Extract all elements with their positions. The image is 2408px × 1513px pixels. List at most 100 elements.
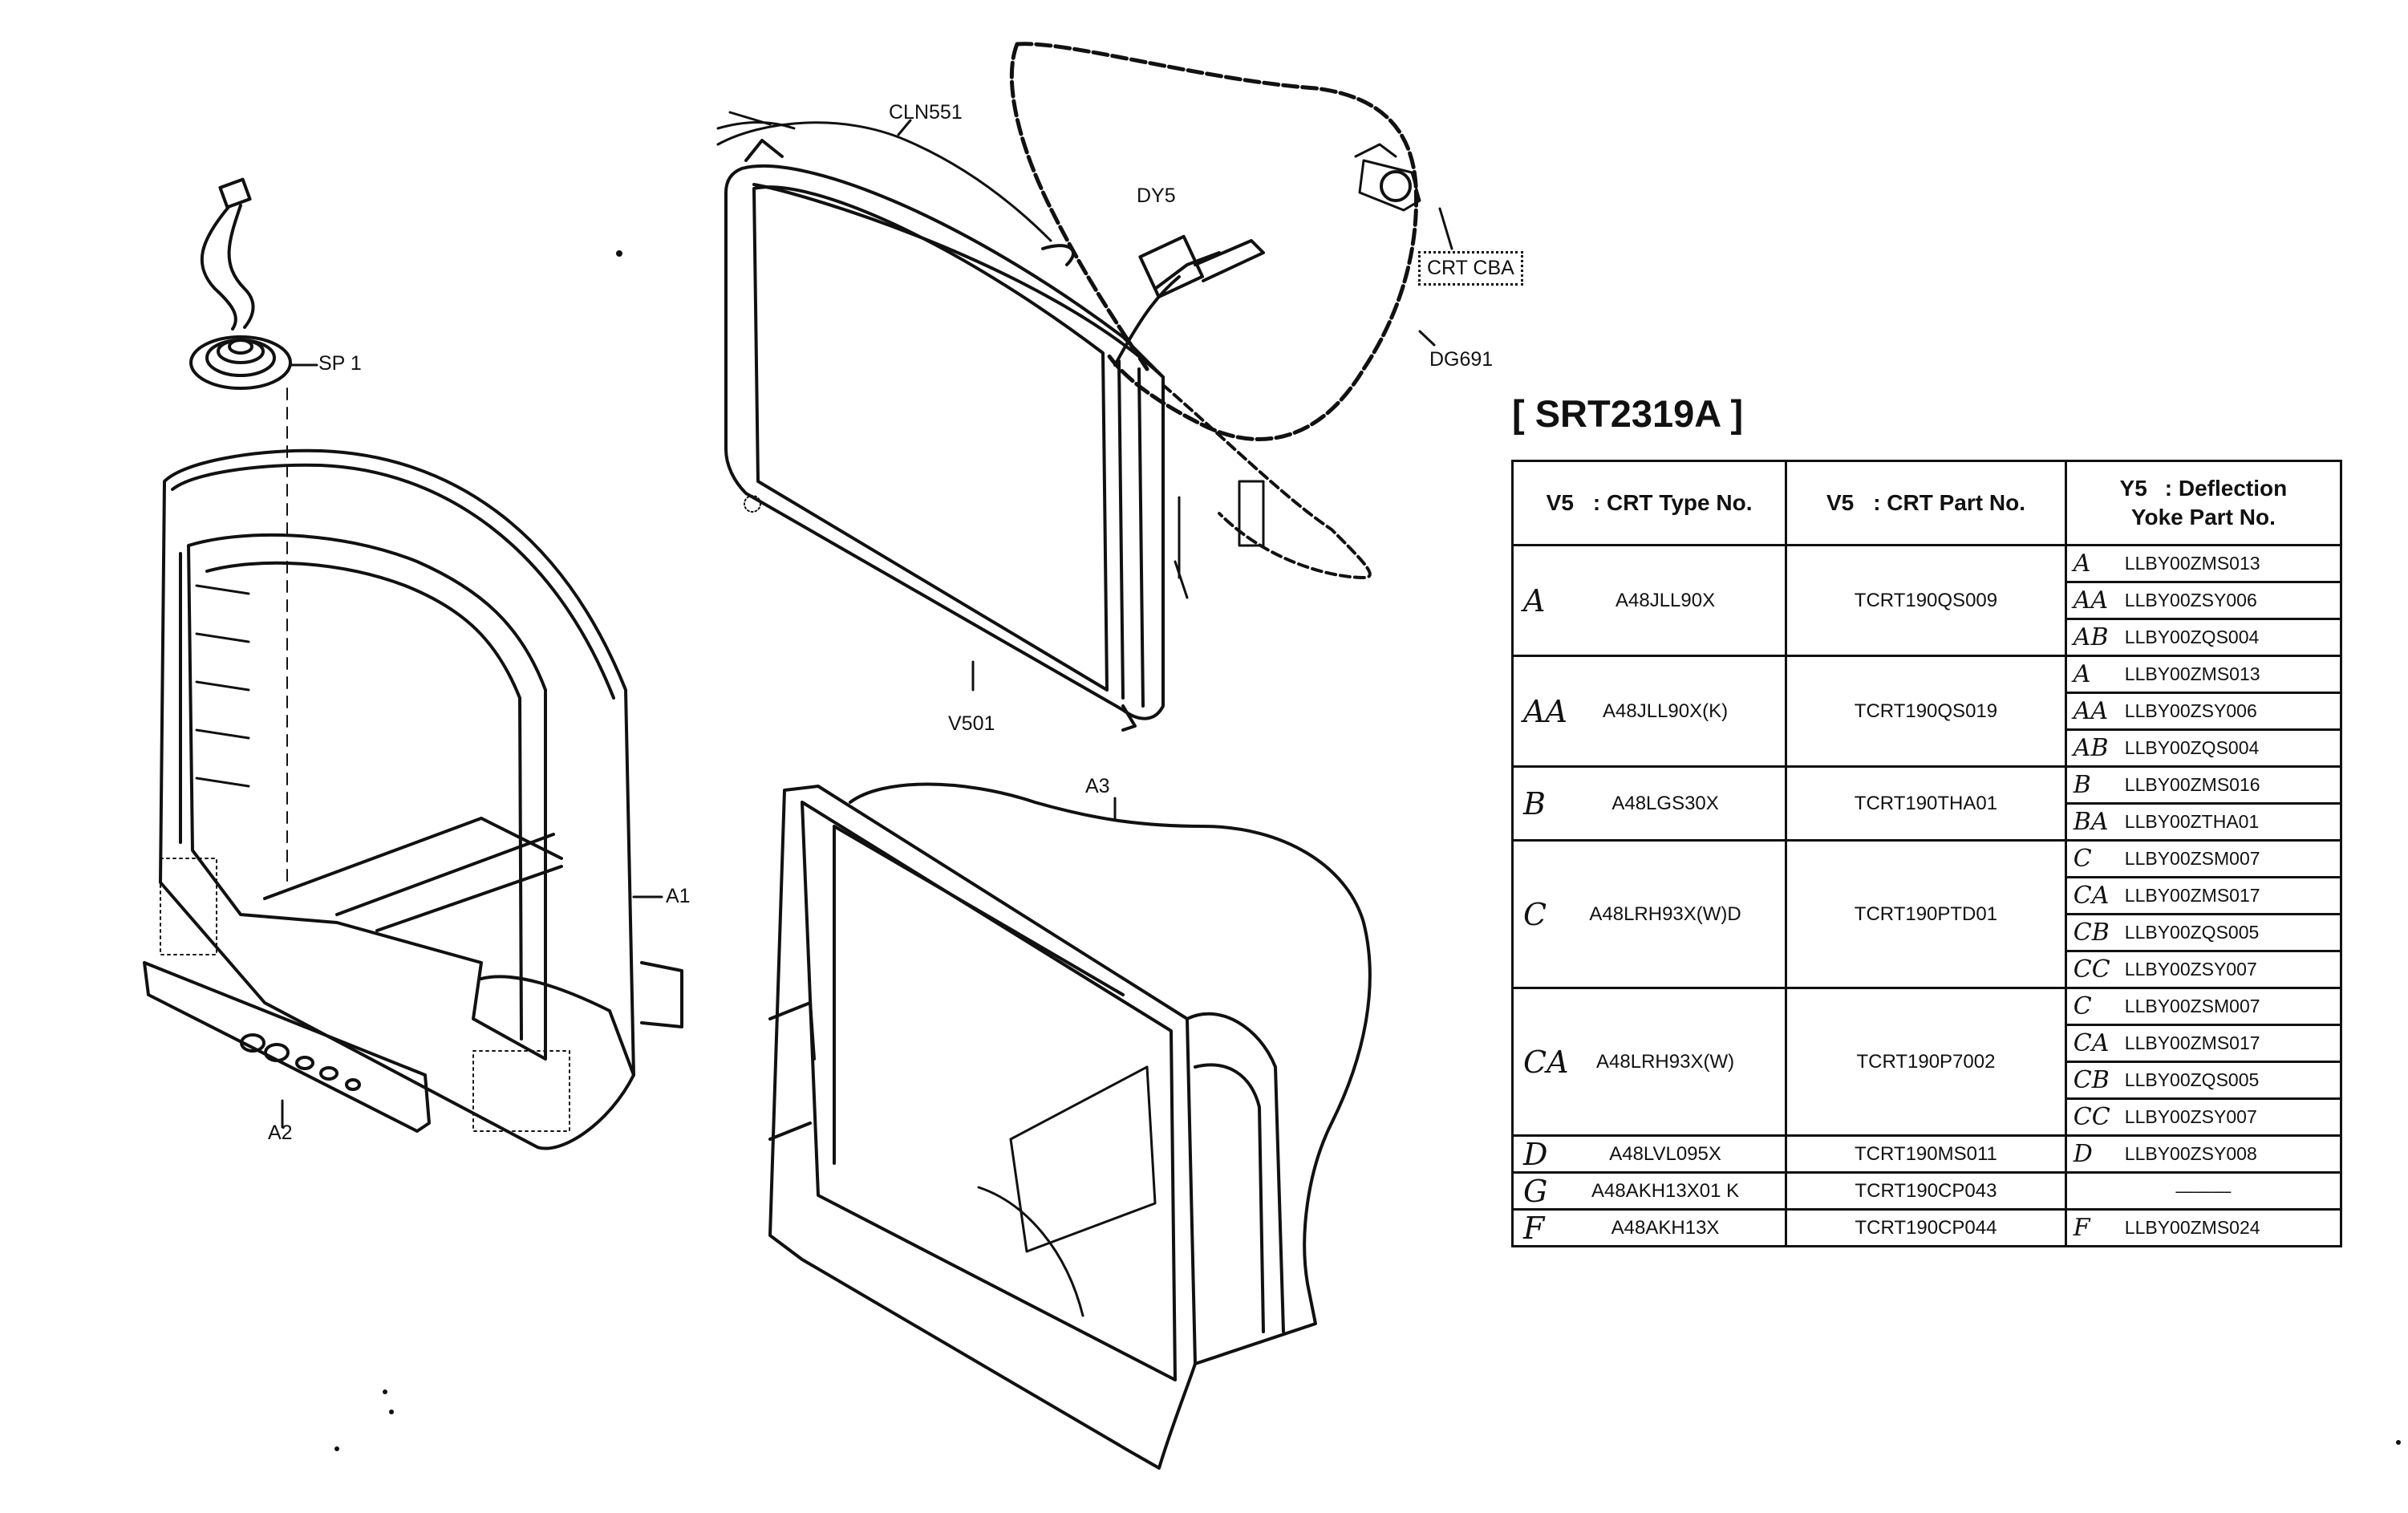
variant-code: F bbox=[1523, 1210, 1545, 1246]
variant-code: D bbox=[1523, 1136, 1548, 1172]
yoke-part-number: LLBY00ZMS016 bbox=[2124, 774, 2260, 795]
speaker-sp1 bbox=[189, 177, 318, 883]
yoke-part-cell: A LLBY00ZMS013 bbox=[2064, 544, 2343, 583]
crt-type-number: A48LGS30X bbox=[1611, 792, 1719, 814]
yoke-part-number: LLBY00ZMS017 bbox=[2124, 1032, 2260, 1053]
callout-dy5: DY5 bbox=[1137, 185, 1176, 207]
crt-part-number: TCRT190QS009 bbox=[1785, 544, 2067, 657]
cable-cln551 bbox=[716, 111, 1052, 242]
yoke-part-number: LLBY00ZMS024 bbox=[2124, 1217, 2260, 1238]
yoke-variant-code: A bbox=[2073, 550, 2091, 578]
crt-part-number: TCRT190CP044 bbox=[1785, 1208, 2067, 1247]
stray-marks bbox=[334, 250, 2401, 1451]
variant-code: A bbox=[1523, 582, 1546, 619]
variant-code: C bbox=[1523, 896, 1547, 932]
yoke-variant-code: B bbox=[2073, 771, 2091, 799]
crt-part-number: TCRT190MS011 bbox=[1785, 1134, 2067, 1174]
yoke-part-cell: ——— bbox=[2064, 1171, 2343, 1211]
yoke-variant-code: C bbox=[2073, 845, 2092, 873]
callout-a3: A3 bbox=[1085, 775, 1110, 797]
yoke-part-cell: F LLBY00ZMS024 bbox=[2064, 1208, 2343, 1247]
variant-code: G bbox=[1523, 1173, 1548, 1209]
header-crt-type-ref: V5 bbox=[1546, 490, 1574, 515]
crt-part-number: TCRT190THA01 bbox=[1785, 765, 2067, 842]
degauss-coil-dg691 bbox=[1009, 42, 1436, 599]
yoke-part-number: LLBY00ZSY007 bbox=[2124, 1106, 2257, 1127]
crt-type-cell: D A48LVL095X bbox=[1510, 1134, 1788, 1174]
front-cabinet-a1 bbox=[159, 448, 683, 1150]
crt-parts-table: V5 : CRT Type No. V5 : CRT Part No. Y5 :… bbox=[1510, 460, 2343, 1247]
yoke-part-number: LLBY00ZMS013 bbox=[2124, 663, 2260, 684]
yoke-variant-code: CC bbox=[2073, 955, 2110, 984]
callout-crt-cba: CRT CBA bbox=[1418, 251, 1523, 286]
yoke-part-number: LLBY00ZSM007 bbox=[2124, 848, 2260, 869]
callout-cln551: CLN551 bbox=[889, 101, 963, 124]
yoke-variant-code: F bbox=[2073, 1214, 2090, 1242]
yoke-part-number: LLBY00ZTHA01 bbox=[2124, 811, 2260, 832]
variant-code: AA bbox=[1523, 693, 1567, 729]
variant-code: CA bbox=[1523, 1044, 1569, 1080]
table-row: CA LLBY00ZMS017 bbox=[1513, 1024, 2343, 1063]
header-yoke-ref: Y5 bbox=[2119, 476, 2147, 501]
yoke-part-number: LLBY00ZQS005 bbox=[2124, 1069, 2260, 1090]
crt-type-number: A48LRH93X(W)D bbox=[1589, 903, 1741, 925]
crt-part-number: TCRT190CP043 bbox=[1785, 1171, 2067, 1211]
table-row: CB LLBY00ZQS005 bbox=[1513, 913, 2343, 952]
yoke-variant-code: CB bbox=[2073, 919, 2110, 947]
yoke-part-cell: B LLBY00ZMS016 bbox=[2064, 765, 2343, 805]
yoke-part-number: LLBY00ZQS005 bbox=[2124, 922, 2260, 943]
yoke-variant-code: AA bbox=[2073, 697, 2109, 725]
crt-part-number: TCRT190P7002 bbox=[1785, 987, 2067, 1137]
crt-socket-board bbox=[1354, 143, 1453, 250]
yoke-variant-code: CA bbox=[2073, 1029, 2110, 1057]
yoke-part-cell: C LLBY00ZSM007 bbox=[2064, 839, 2343, 878]
header-crt-part: V5 : CRT Part No. bbox=[1785, 460, 2067, 546]
callout-a2: A2 bbox=[268, 1122, 293, 1144]
yoke-part-number: LLBY00ZMS017 bbox=[2124, 885, 2260, 906]
control-panel-a2 bbox=[143, 961, 431, 1133]
yoke-part-number: LLBY00ZMS013 bbox=[2124, 553, 2260, 574]
callout-sp1: SP 1 bbox=[318, 352, 362, 375]
callout-v501: V501 bbox=[948, 712, 995, 735]
crt-type-number: A48AKH13X bbox=[1611, 1216, 1720, 1239]
crt-type-cell: C A48LRH93X(W)D bbox=[1510, 839, 1788, 989]
crt-type-number: A48LRH93X(W) bbox=[1596, 1050, 1735, 1073]
header-yoke-part: Y5 : Deflection Yoke Part No. bbox=[2064, 460, 2343, 546]
header-yoke-label-line2: Yoke Part No. bbox=[2130, 505, 2276, 529]
crt-type-number: A48LVL095X bbox=[1609, 1142, 1721, 1165]
yoke-part-number: LLBY00ZQS004 bbox=[2124, 737, 2260, 758]
crt-part-number: TCRT190QS019 bbox=[1785, 655, 2067, 768]
callout-a1: A1 bbox=[666, 885, 691, 907]
yoke-part-number: LLBY00ZSY008 bbox=[2124, 1143, 2257, 1164]
yoke-part-number: LLBY00ZSY006 bbox=[2124, 590, 2257, 610]
header-crt-part-label: : CRT Part No. bbox=[1873, 490, 2025, 515]
